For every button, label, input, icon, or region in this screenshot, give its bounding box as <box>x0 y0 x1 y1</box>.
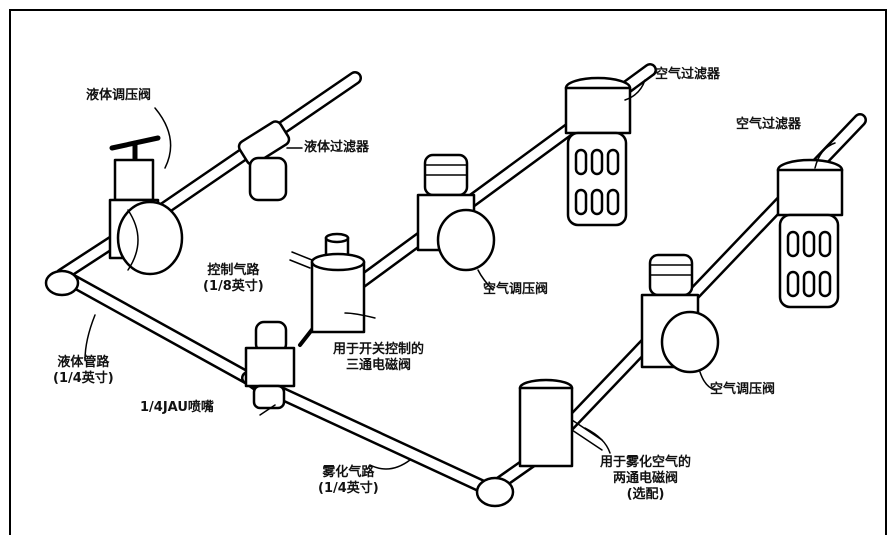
label-control-air-line: 控制气路 (1/8英寸) <box>203 263 264 294</box>
label-liquid-line: 液体管路 (1/4英寸) <box>53 355 114 386</box>
atomizing-air-pipe <box>241 113 867 497</box>
two-way-solenoid-valve <box>518 378 603 468</box>
air-filter-1 <box>564 76 632 227</box>
label-liquid-filter: 液体过滤器 <box>304 140 370 155</box>
air-regulator-1 <box>416 153 496 272</box>
liquid-pipe <box>55 71 362 399</box>
figure-frame <box>9 9 887 535</box>
label-three-way-valve: 用于开关控制的 三通电磁阀 <box>333 342 425 373</box>
label-air-regulator-2: 空气调压阀 <box>710 382 776 397</box>
label-atomizing-air-line: 雾化气路 (1/4英寸) <box>318 465 379 496</box>
label-air-filter-2: 空气过滤器 <box>736 117 802 132</box>
elbow-fitting-left <box>44 269 80 297</box>
leader-lines <box>84 79 836 470</box>
label-air-filter-1: 空气过滤器 <box>655 67 721 82</box>
label-two-way-valve: 用于雾化空气的 两通电磁阀 (选配) <box>600 455 692 502</box>
label-liquid-regulator: 液体调压阀 <box>86 88 152 103</box>
liquid-filter <box>237 120 291 202</box>
three-way-solenoid-valve <box>289 232 366 334</box>
air-regulator-2 <box>640 253 720 374</box>
nozzle <box>244 320 296 410</box>
label-air-regulator-1: 空气调压阀 <box>483 282 549 297</box>
liquid-regulator <box>108 135 184 276</box>
label-nozzle: 1/4JAU喷嘴 <box>140 400 214 415</box>
elbow-fitting-bottom <box>475 476 515 508</box>
air-filter-2 <box>776 158 844 309</box>
